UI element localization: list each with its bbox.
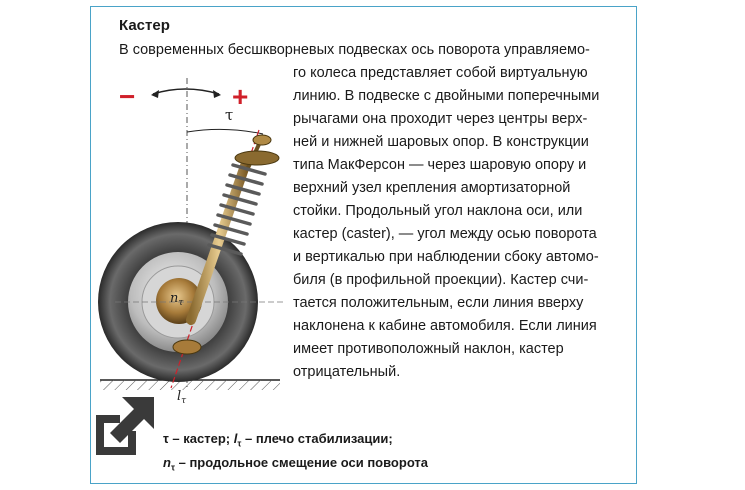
arrow-right-head [213, 90, 221, 98]
ground-hatch [100, 380, 280, 390]
body-line: стойки. Продольный угол наклона оси, или [293, 203, 583, 219]
rotation-arrow [152, 88, 220, 95]
body-line: и вертикалью при наблюдении сбоку автомо… [293, 249, 599, 265]
body-line: биля (в профильной проекции). Кастер счи… [293, 272, 589, 288]
top-cap [252, 134, 272, 146]
article-frame [90, 6, 637, 484]
body-line: наклонена к кабине автомобиля. Если лини… [293, 318, 597, 334]
body-line: го колеса представляет собой виртуальную [293, 65, 588, 81]
body-line: кастер (caster), — угол между осью повор… [293, 226, 597, 242]
minus-sign: − [119, 81, 135, 112]
body-line: верхний узел крепления амортизаторной [293, 180, 571, 196]
body-line: ней и нижней шаровых опор. В конструкции [293, 134, 589, 150]
tau-label: τ [225, 106, 233, 124]
tau-arc [186, 128, 264, 135]
plus-sign: + [232, 81, 248, 112]
top-mount [234, 150, 280, 166]
n-label: nτ [170, 291, 184, 308]
body-line: имеет противоположный наклон, кастер [293, 341, 564, 357]
body-line: отрицательный. [293, 364, 401, 380]
body-line: рычагами она проходит через центры верх- [293, 111, 588, 127]
body-line: В современных бесшкворневых подвесках ос… [119, 42, 590, 58]
body-line: типа МакФерсон — через шаровую опору и [293, 157, 587, 173]
coil-spring [207, 163, 267, 256]
arrow-left-head [151, 90, 159, 98]
body-line: тается положительным, если линия вверху [293, 295, 584, 311]
external-link-icon[interactable] [92, 393, 158, 459]
body-line: линию. В подвеске с двойными поперечными [293, 88, 600, 104]
article-title: Кастер [119, 17, 170, 34]
caster-illustration: − + τ [98, 78, 285, 406]
l-label: lτ [177, 389, 187, 406]
ball-joint [172, 339, 202, 355]
caption-line-1: τ – кастер; lτ – плечо стабилизации; [163, 431, 393, 449]
caption-line-2: nτ – продольное смещение оси поворота [163, 455, 429, 473]
